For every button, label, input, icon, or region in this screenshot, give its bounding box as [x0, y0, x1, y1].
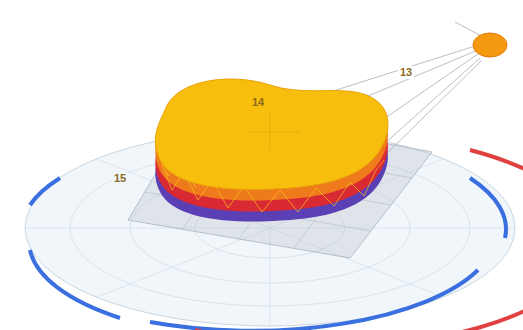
hour-label: 13	[398, 66, 414, 79]
hour-label: 14	[250, 96, 266, 109]
hour-label: 15	[112, 172, 128, 185]
